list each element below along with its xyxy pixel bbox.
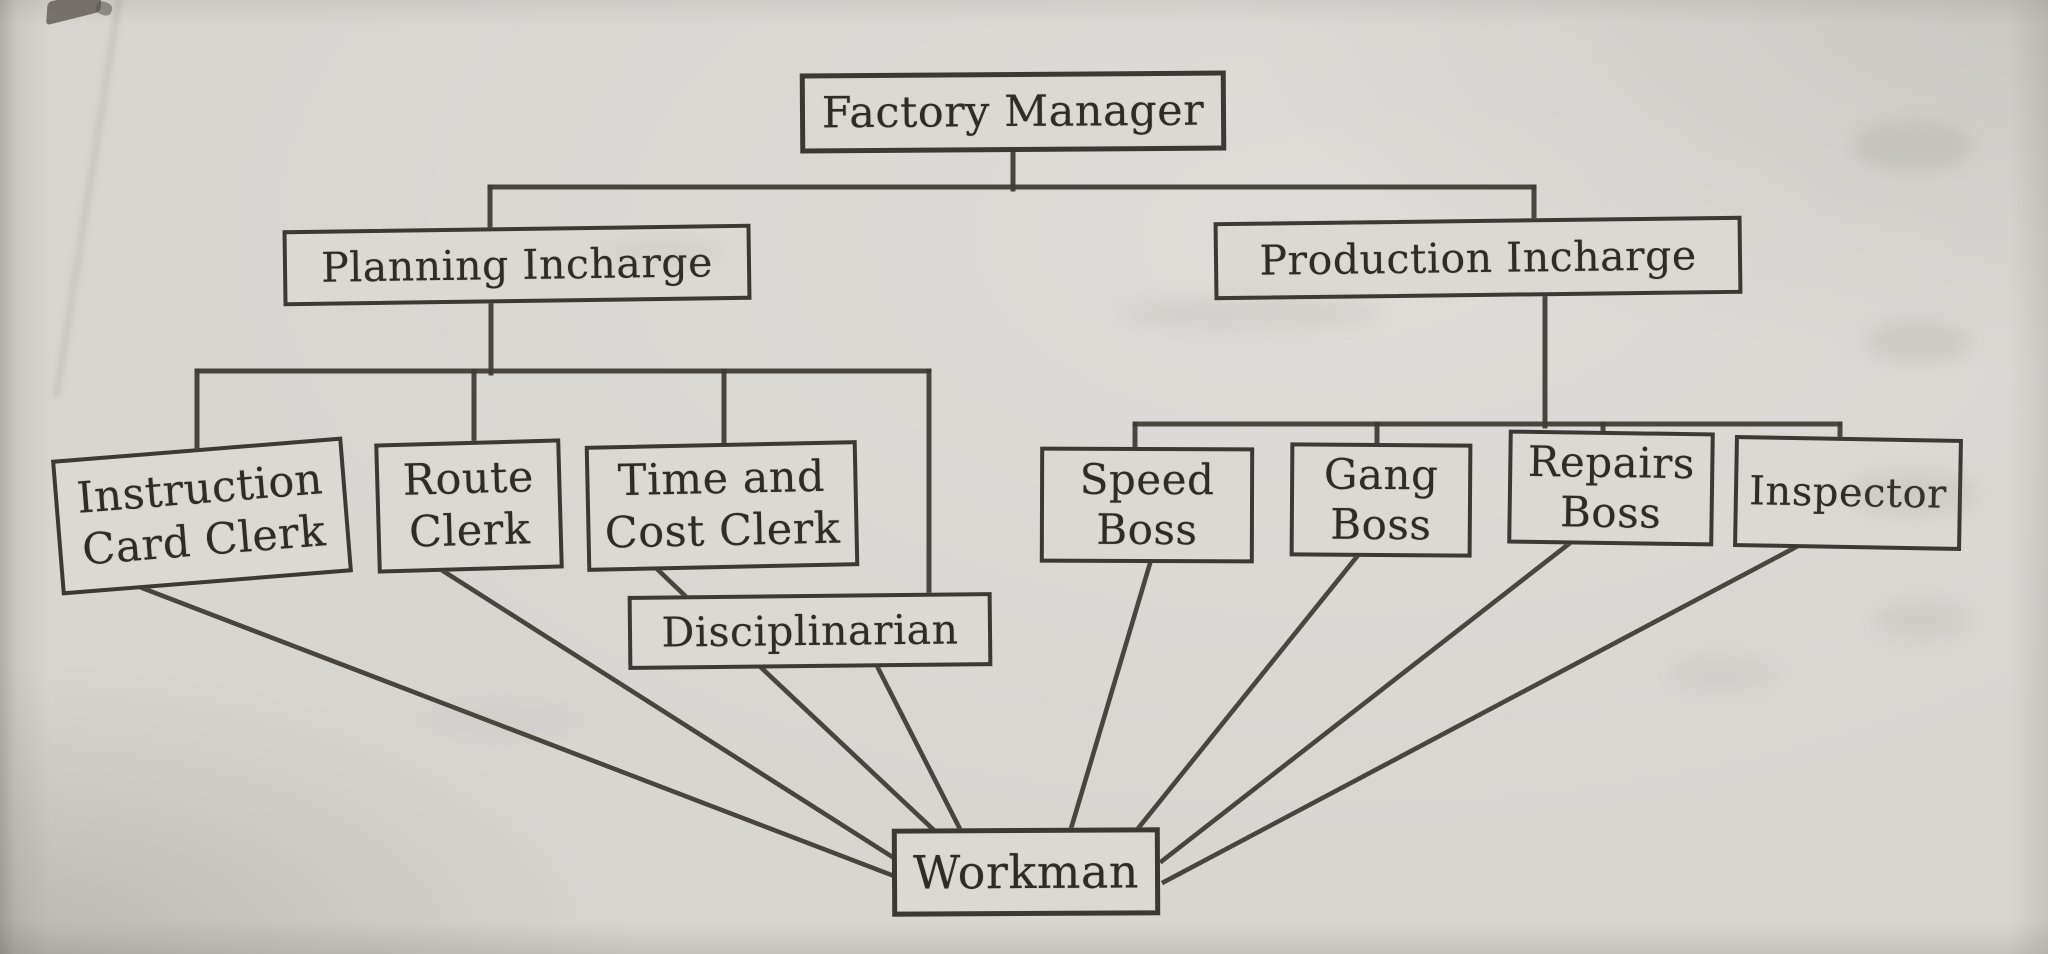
node-gang-boss: Gang Boss — [1289, 442, 1473, 558]
connector-instruction-workman — [113, 575, 897, 879]
node-repairs-boss: Repairs Boss — [1507, 429, 1715, 547]
node-disciplinarian: Disciplinarian — [627, 592, 993, 670]
node-label-line2: Boss — [1559, 487, 1662, 538]
node-label: Planning Incharge — [320, 238, 714, 292]
node-label: Production Incharge — [1259, 231, 1697, 285]
connector-disciplinarian-workman — [873, 662, 966, 837]
node-production-incharge: Production Incharge — [1213, 215, 1743, 301]
connector-speed-workman — [1067, 557, 1154, 835]
node-speed-boss: Speed Boss — [1039, 446, 1255, 564]
node-route-clerk: Route Clerk — [374, 438, 564, 574]
connector-inspector-workman — [1160, 542, 1802, 886]
node-label: Factory Manager — [821, 85, 1205, 139]
connector-repairs-workman — [1158, 539, 1574, 865]
node-label-line2: Boss — [1096, 504, 1198, 555]
node-factory-manager: Factory Manager — [799, 70, 1227, 154]
node-label-line1: Time and — [617, 452, 826, 507]
node-time-cost-clerk: Time and Cost Clerk — [584, 440, 860, 572]
node-instruction-card-clerk: Instruction Card Clerk — [51, 436, 353, 596]
node-label-line2: Cost Clerk — [604, 503, 841, 559]
node-label-line1: Gang — [1323, 449, 1439, 500]
node-inspector: Inspector — [1733, 435, 1963, 551]
node-label: Inspector — [1748, 468, 1948, 518]
node-label-line2: Boss — [1330, 499, 1432, 550]
node-label-line1: Repairs — [1527, 436, 1696, 488]
node-label-line2: Clerk — [408, 504, 531, 558]
node-label: Disciplinarian — [661, 605, 959, 657]
node-label-line1: Speed — [1079, 454, 1215, 504]
connector-gang-workman — [1132, 550, 1363, 835]
node-planning-incharge: Planning Incharge — [282, 223, 752, 307]
node-workman: Workman — [891, 827, 1161, 917]
node-label: Workman — [912, 844, 1140, 900]
node-label-line1: Route — [401, 452, 535, 507]
connector-route-workman — [436, 565, 898, 862]
